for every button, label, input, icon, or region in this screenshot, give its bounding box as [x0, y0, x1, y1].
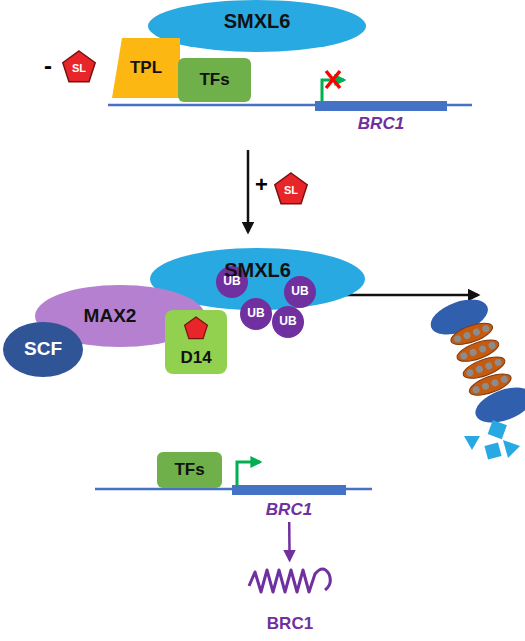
hormone-pentagon: SL	[272, 170, 310, 206]
sign-label: +	[255, 172, 268, 198]
sign-label: -	[44, 52, 52, 80]
hormone-pentagon: SL	[60, 48, 98, 84]
corepressor-shape: TPL	[112, 38, 180, 98]
protein-ellipse: SMXL6	[148, 0, 366, 52]
block-cross	[326, 71, 340, 88]
node-label: TPL	[130, 59, 162, 78]
expression-arrow	[288, 522, 291, 560]
node-label: SCF	[24, 339, 62, 360]
node-label: BRC1	[266, 501, 312, 520]
protein-product: BRC1	[245, 560, 335, 636]
node-label: UB	[279, 315, 296, 328]
node-label: TFs	[199, 71, 229, 90]
node-label: D14	[180, 349, 211, 368]
node-label: BRC1	[267, 615, 313, 634]
gene-box: BRC1	[232, 484, 346, 522]
protein-squiggle	[245, 560, 335, 604]
transcription-arrow	[322, 80, 344, 101]
node-label: SL	[72, 62, 86, 74]
protein-ellipse: SCF	[3, 322, 83, 377]
node-label: SMXL6	[224, 10, 291, 32]
node-label: MAX2	[84, 306, 137, 327]
node-label: SL	[284, 184, 298, 196]
node-label: UB	[291, 285, 308, 298]
receptor-box: D14	[165, 310, 227, 374]
ubiquitin-circle: UB	[240, 298, 272, 330]
node-label: UB	[223, 275, 240, 288]
factor-box: TFs	[178, 58, 251, 102]
gene-bar	[232, 485, 346, 495]
peptide-fragments	[464, 420, 520, 460]
node-label: TFs	[174, 461, 204, 480]
transcription-arrow	[237, 462, 260, 485]
hormone-pentagon	[165, 310, 227, 344]
node-label: UB	[247, 307, 264, 320]
node-label: BRC1	[358, 115, 404, 134]
proteasome-symbol	[426, 289, 525, 434]
ubiquitin-circle: UB	[272, 306, 304, 338]
gene-box: BRC1	[315, 100, 447, 136]
factor-box: TFs	[157, 452, 222, 488]
gene-bar	[315, 101, 447, 111]
transition-arrow	[247, 150, 250, 232]
